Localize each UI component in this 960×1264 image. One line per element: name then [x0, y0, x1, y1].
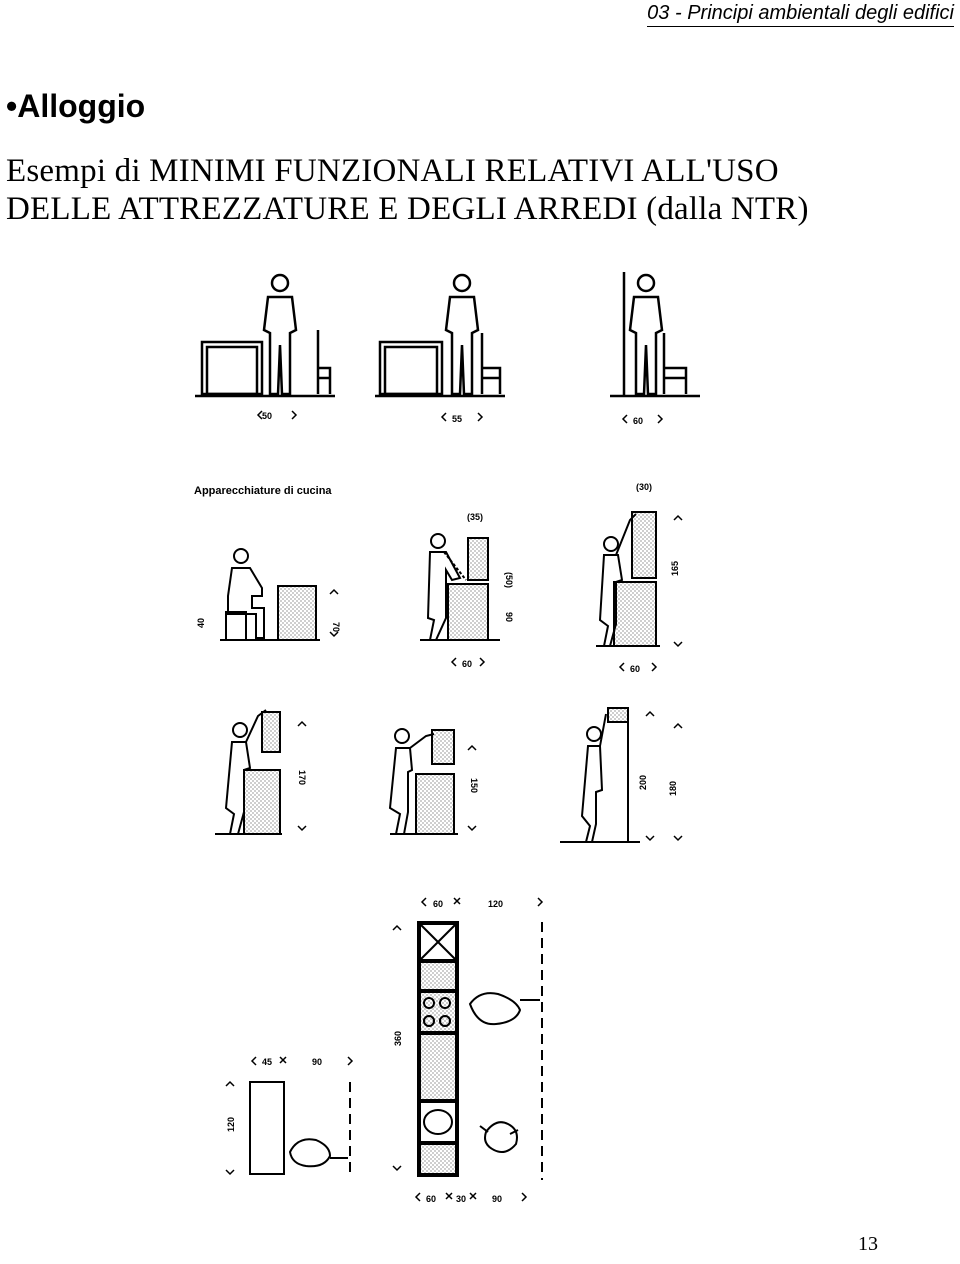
- page-number: 13: [858, 1233, 878, 1255]
- plan-large: [417, 921, 543, 1180]
- plan-bot-b-label: 30: [456, 1194, 466, 1204]
- subtitle: Esempi di MINIMI FUNZIONALI RELATIVI ALL…: [6, 152, 809, 228]
- row2-seat-label: 40: [196, 618, 206, 628]
- row2-scene-3: [596, 511, 660, 647]
- row2-top2-label: (30): [636, 482, 652, 492]
- subtitle-line-1: Esempi di MINIMI FUNZIONALI RELATIVI ALL…: [6, 153, 779, 189]
- bullet: •: [6, 88, 18, 124]
- row2-top1-label: (35): [467, 512, 483, 522]
- row2-scene-1: [220, 548, 320, 641]
- plan-top-a-label: 60: [433, 899, 443, 909]
- row1-scene-1: [195, 273, 335, 398]
- row3-h1-label: 170: [297, 770, 307, 785]
- plan-small-h-label: 120: [226, 1117, 236, 1132]
- kitchen-caption: Apparecchiature di cucina: [194, 485, 332, 497]
- header-title: 03 - Principi ambientali degli edifici: [647, 2, 954, 27]
- row3-scene-1: [215, 709, 282, 835]
- plan-bot-a-label: 60: [426, 1194, 436, 1204]
- row1-label-1: 50: [262, 411, 272, 421]
- row1-label-3: 60: [633, 416, 643, 426]
- plan-bot-c-label: 90: [492, 1194, 502, 1204]
- plan-top-b-label: 120: [488, 899, 503, 909]
- section-heading: •Alloggio: [6, 88, 145, 125]
- subtitle-line-2: DELLE ATTREZZATURE E DEGLI ARREDI (dalla…: [6, 191, 809, 227]
- row2-h1-label: (50): [504, 572, 514, 588]
- row2-h2-label: 90: [504, 612, 514, 622]
- row2-counter-label: 70: [331, 622, 341, 632]
- row1-scene-3: [610, 272, 700, 398]
- row1-label-2: 55: [452, 414, 462, 424]
- section-title: Alloggio: [17, 88, 146, 124]
- row1-scene-2: [375, 273, 505, 398]
- plan-small: [249, 1081, 351, 1176]
- row3-scene-3: [560, 707, 640, 843]
- plan-small-b-label: 90: [312, 1057, 322, 1067]
- plan-left-h-label: 360: [393, 1031, 403, 1046]
- plan-small-a-label: 45: [262, 1057, 272, 1067]
- row2-scene-2: [420, 533, 500, 641]
- row3-scene-2: [388, 728, 458, 835]
- row3-h2-label: 150: [469, 778, 479, 793]
- row2-w1-label: 60: [462, 659, 472, 669]
- row3-h4-label: 180: [668, 781, 678, 796]
- row2-w2-label: 60: [630, 664, 640, 674]
- row2-h3-label: 165: [670, 561, 680, 576]
- row3-h3-label: 200: [638, 775, 648, 790]
